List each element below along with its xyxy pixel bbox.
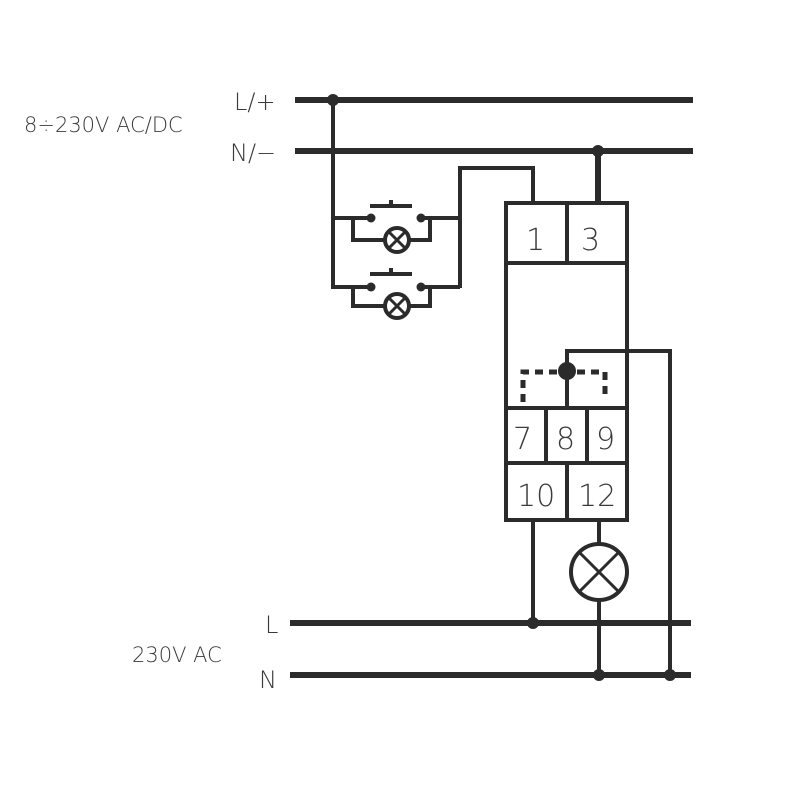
terminal-3: 3	[581, 223, 600, 258]
junction-dot	[593, 669, 605, 681]
junction-dot	[664, 669, 676, 681]
load-line-label: L	[265, 611, 278, 639]
load-lamp-icon	[569, 542, 629, 602]
terminal-9: 9	[596, 422, 615, 457]
load-neutral-label: N	[259, 666, 277, 694]
pushbutton-upper	[333, 200, 460, 254]
load-voltage-label: 230V AC	[132, 643, 222, 667]
junction-dot	[592, 145, 604, 157]
control-voltage-label: 8÷230V AC/DC	[24, 113, 183, 137]
wire-common-to-neutral	[565, 349, 672, 675]
control-neutral-label: N/−	[230, 139, 276, 167]
terminal-8: 8	[556, 422, 575, 457]
control-line-label: L/+	[234, 88, 276, 116]
terminal-7: 7	[513, 422, 532, 457]
terminal-1: 1	[526, 223, 545, 258]
pushbutton-lower	[331, 268, 460, 320]
indicator-lamp-icon	[383, 292, 411, 320]
terminal-12: 12	[578, 479, 616, 514]
terminal-10: 10	[517, 479, 555, 514]
indicator-lamp-icon	[383, 226, 411, 254]
wire-to-terminal-1	[458, 166, 535, 288]
